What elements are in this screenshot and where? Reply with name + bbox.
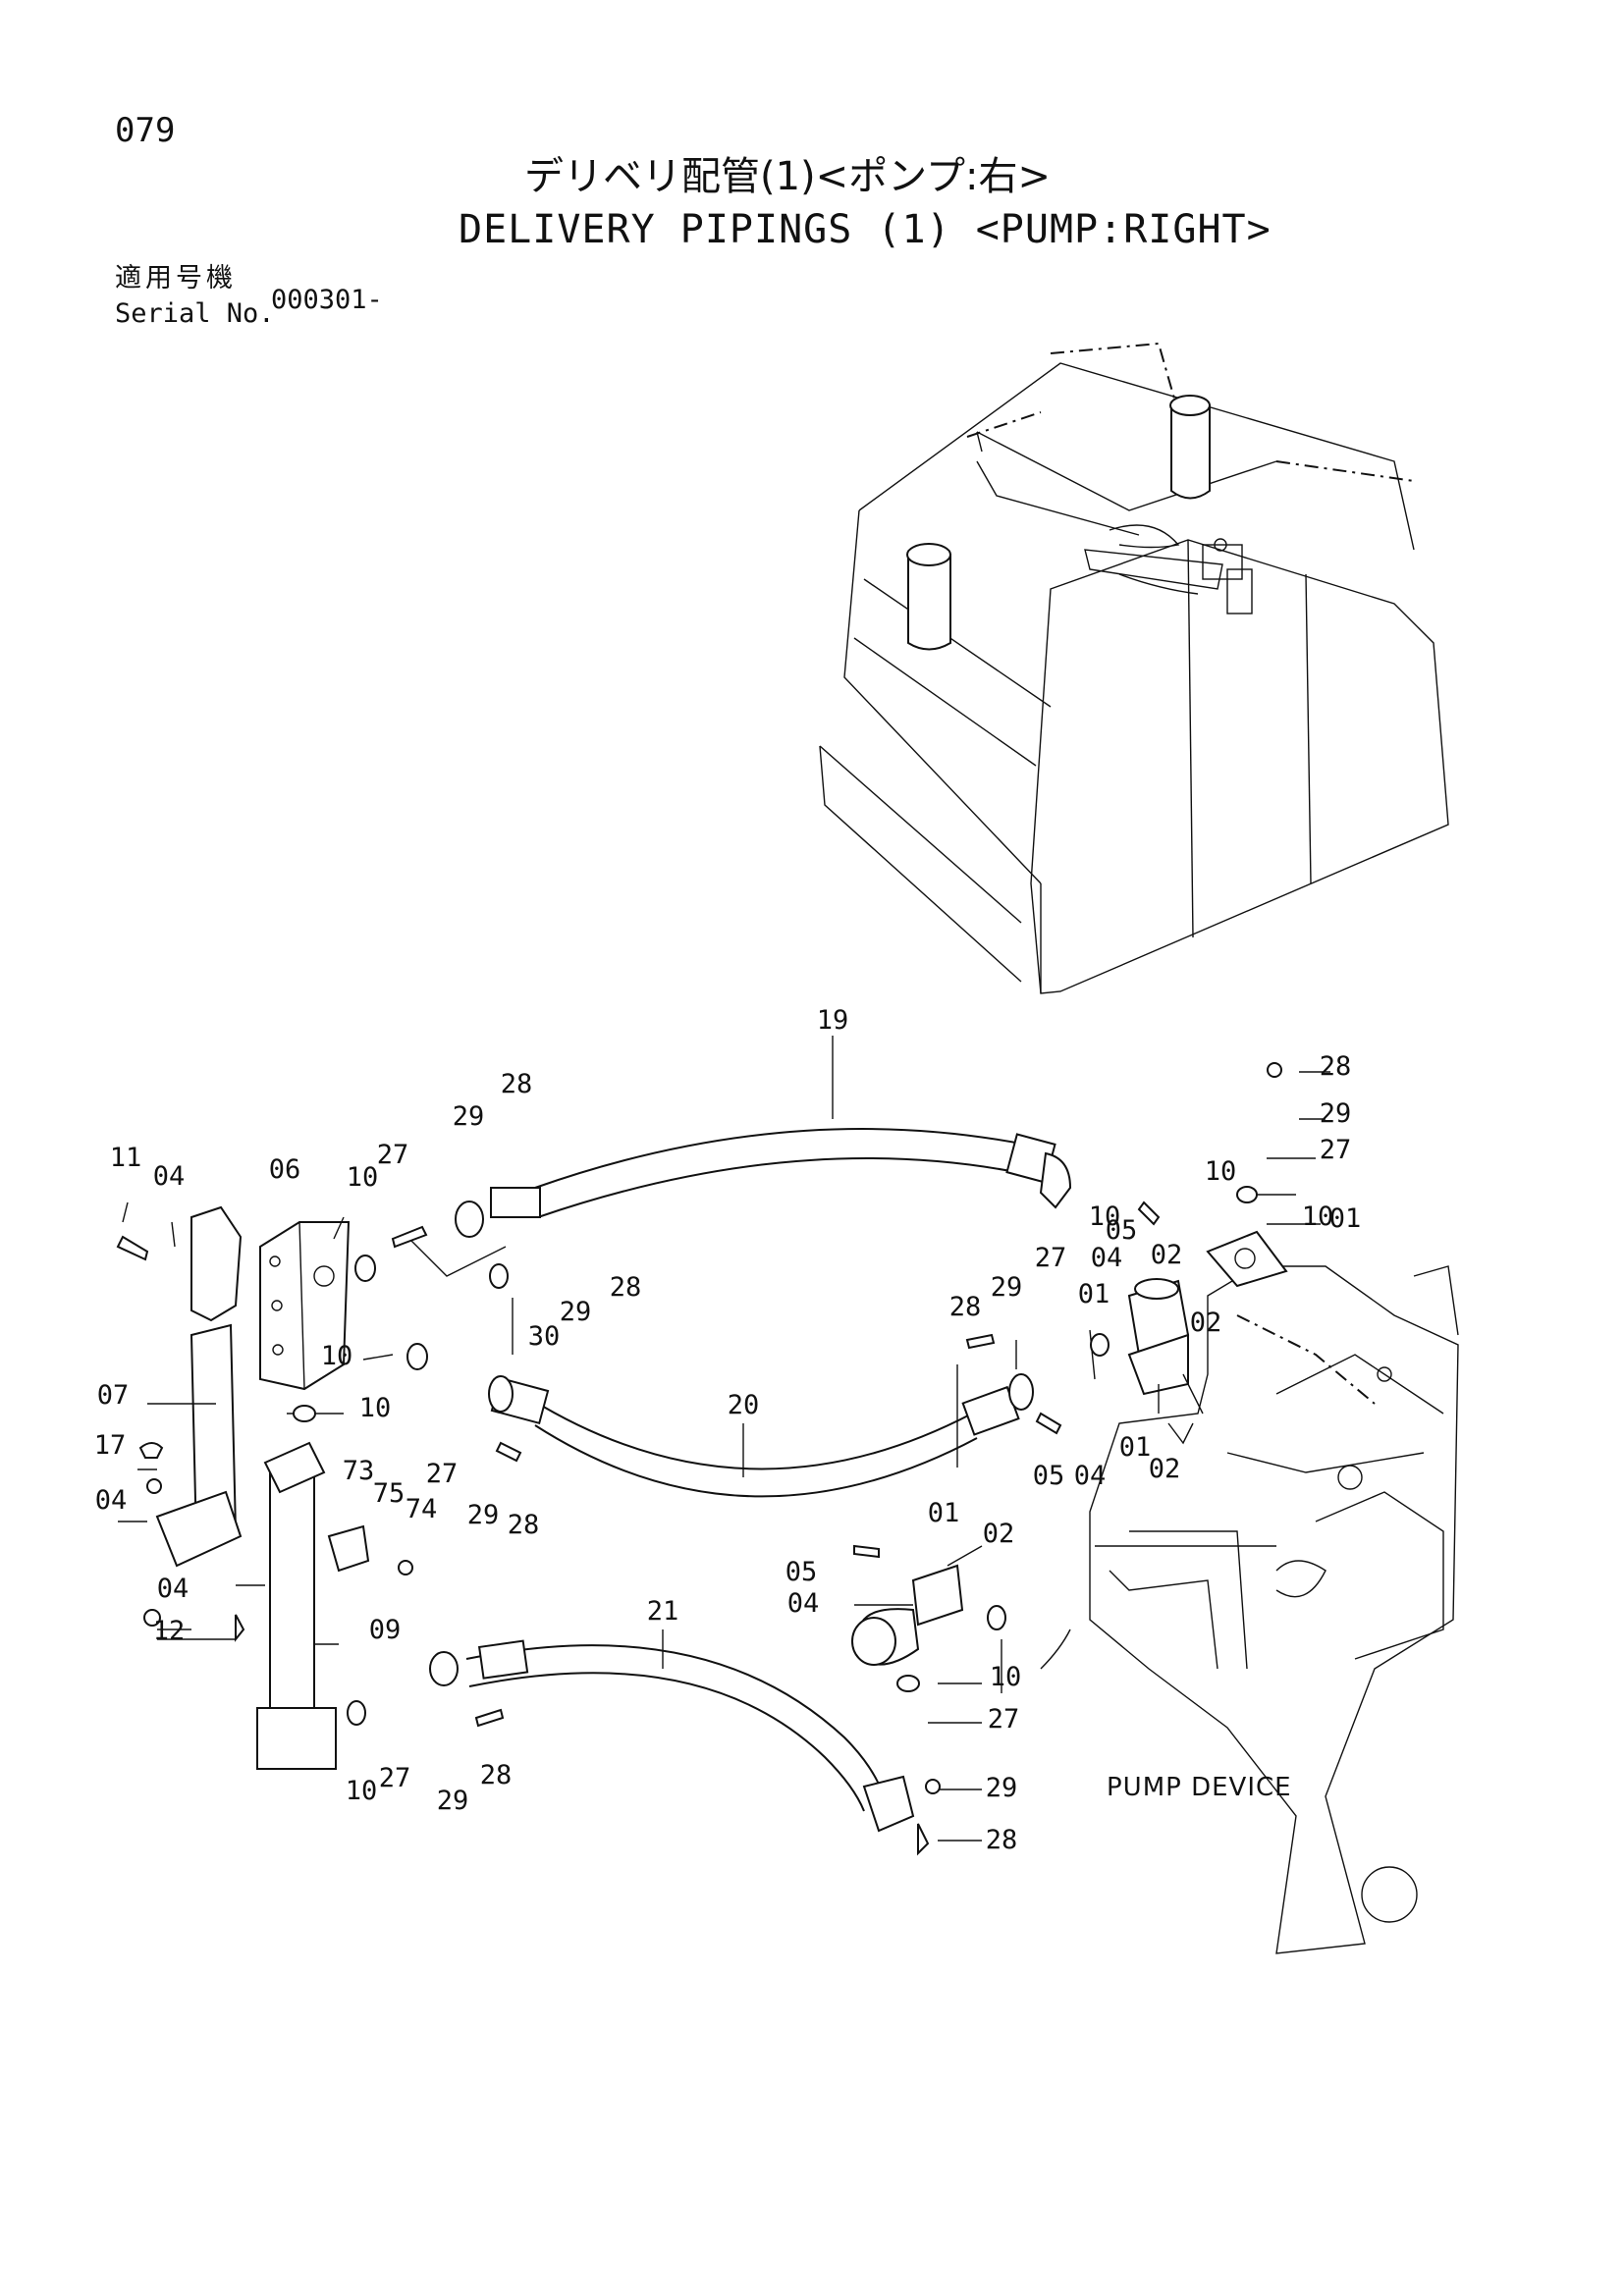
callout-75: 75 — [373, 1478, 406, 1509]
callout-17: 17 — [94, 1430, 127, 1461]
callout-02: 02 — [983, 1519, 1015, 1549]
callout-74: 74 — [406, 1494, 438, 1524]
callout-05: 05 — [1033, 1461, 1065, 1491]
hose-21 — [429, 1639, 915, 1833]
callout-05: 05 — [785, 1557, 818, 1587]
serial-label-english: Serial No. — [115, 298, 275, 329]
tower-right — [1169, 395, 1211, 500]
callout-06: 06 — [269, 1154, 301, 1185]
machine-overview-illustration — [819, 342, 1449, 994]
callout-27: 27 — [426, 1459, 459, 1489]
callout-27: 27 — [1035, 1243, 1067, 1273]
callout-10: 10 — [990, 1662, 1022, 1692]
callout-05: 05 — [1106, 1215, 1138, 1246]
hose-19 — [455, 1128, 1072, 1238]
callout-27: 27 — [377, 1140, 409, 1170]
callout-28: 28 — [508, 1510, 540, 1540]
callout-29: 29 — [986, 1773, 1018, 1803]
callout-30: 30 — [528, 1321, 561, 1352]
hose-20 — [488, 1373, 1034, 1498]
leader-lines — [118, 1036, 1330, 1842]
callout-07: 07 — [97, 1380, 130, 1411]
callout-10: 10 — [359, 1393, 392, 1423]
callout-28: 28 — [986, 1825, 1018, 1855]
title-japanese: デリベリ配管(1)<ポンプ:右> — [524, 154, 1051, 199]
callout-29: 29 — [560, 1297, 592, 1327]
callout-09: 09 — [369, 1615, 402, 1645]
flange-01-upper — [1206, 1230, 1288, 1288]
callout-29: 29 — [1320, 1098, 1352, 1129]
callout-02: 02 — [1151, 1240, 1183, 1270]
callout-29: 29 — [437, 1786, 469, 1816]
callout-28: 28 — [501, 1069, 533, 1099]
callout-28: 28 — [480, 1760, 513, 1790]
callout-04: 04 — [157, 1574, 189, 1604]
tower-left — [906, 543, 951, 651]
callout-27: 27 — [1320, 1135, 1352, 1165]
callout-01: 01 — [928, 1498, 960, 1528]
callout-19: 19 — [817, 1005, 849, 1036]
callout-04: 04 — [1091, 1243, 1123, 1273]
callout-73: 73 — [343, 1456, 375, 1486]
callout-10: 10 — [346, 1776, 378, 1806]
hardware-items — [116, 1062, 1282, 1856]
callout-29: 29 — [467, 1500, 500, 1530]
pump-device — [1089, 1265, 1459, 1954]
stand-07 — [155, 1205, 243, 1568]
title-english: DELIVERY PIPINGS (1) <PUMP:RIGHT> — [459, 207, 1272, 252]
callout-10: 10 — [321, 1341, 353, 1371]
callout-27: 27 — [988, 1704, 1020, 1735]
callout-28: 28 — [1320, 1051, 1352, 1082]
elbow-01-lower — [851, 1564, 964, 1666]
callout-02: 02 — [1149, 1454, 1181, 1484]
callout-01: 01 — [1078, 1279, 1110, 1309]
callout-10: 10 — [347, 1162, 379, 1193]
callout-12: 12 — [153, 1616, 186, 1646]
callout-01: 01 — [1329, 1203, 1362, 1234]
serial-label-japanese: 適用号機 — [115, 263, 237, 294]
caption-pump-device: PUMP DEVICE — [1107, 1773, 1292, 1802]
callout-10: 10 — [1089, 1201, 1121, 1232]
clamp-73 — [327, 1524, 370, 1573]
callout-29: 29 — [991, 1272, 1023, 1303]
callout-04: 04 — [153, 1161, 186, 1192]
callout-20: 20 — [728, 1390, 760, 1420]
callout-28: 28 — [610, 1272, 642, 1303]
block-06 — [259, 1221, 351, 1391]
pump-assembly-miniature — [1084, 524, 1253, 614]
callout-10: 10 — [1302, 1201, 1334, 1232]
callout-29: 29 — [453, 1101, 485, 1132]
elbow-01-middle — [1127, 1278, 1190, 1396]
callout-27: 27 — [379, 1763, 411, 1793]
callout-10: 10 — [1205, 1156, 1237, 1187]
pipe-09 — [256, 1441, 337, 1770]
callout-02: 02 — [1190, 1308, 1222, 1338]
serial-number-value: 000301- — [271, 285, 383, 315]
callout-11: 11 — [110, 1143, 142, 1173]
callout-04: 04 — [95, 1485, 128, 1516]
callout-01: 01 — [1119, 1432, 1152, 1463]
page-number: 079 — [115, 111, 176, 150]
callout-28: 28 — [949, 1292, 982, 1322]
callout-04: 04 — [787, 1588, 820, 1619]
callout-04: 04 — [1074, 1461, 1107, 1491]
callout-21: 21 — [647, 1596, 679, 1627]
